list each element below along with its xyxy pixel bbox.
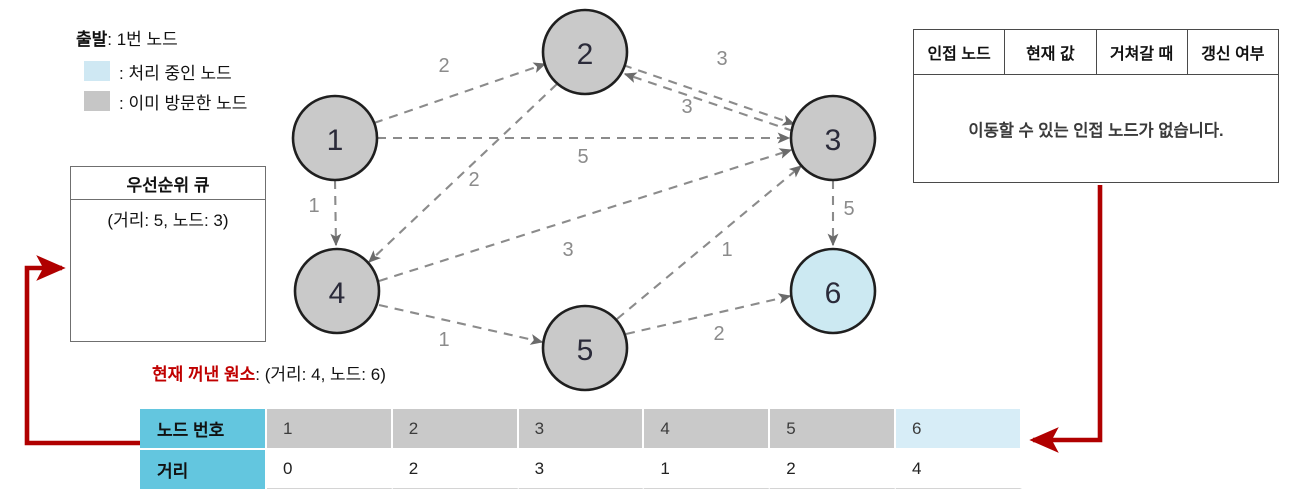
edge-weight-1-3: 5: [577, 146, 588, 168]
edge-weight-1-4: 1: [308, 195, 319, 217]
graph-node-6: [789, 247, 877, 335]
edge-weight-5-3: 1: [721, 239, 732, 261]
edge-2-4: [368, 83, 558, 263]
edge-weight-5-6: 2: [713, 323, 724, 345]
edge-weight-4-3: 3: [562, 239, 573, 261]
adjacency-table: 인접 노드 현재 값 거쳐갈 때 갱신 여부 이동할 수 있는 인접 노드가 없…: [913, 29, 1279, 183]
distance-table-row-label-node: 노드 번호: [140, 409, 267, 448]
edge-3-2: [623, 72, 794, 132]
distance-table: 노드 번호 1 2 3 4 5 6 거리 0 2 3 1 2 4: [140, 409, 1022, 489]
node-cell-4: 4: [644, 409, 771, 448]
adjacency-header-updated: 갱신 여부: [1201, 46, 1265, 63]
distance-cell-4: 1: [644, 450, 771, 489]
edge-4-3: [378, 148, 793, 283]
graph-node-2: [541, 8, 629, 96]
legend-visited-label: : 이미 방문한 노드: [119, 93, 248, 113]
adjacency-table-empty-message: 이동할 수 있는 인접 노드가 없습니다.: [968, 122, 1224, 140]
current-element-label: 현재 꺼낸 원소: [152, 365, 256, 384]
graph-node-label-2: 2: [577, 38, 594, 71]
legend-start: 출발: 1번 노드: [76, 22, 336, 52]
adjacency-header-current-value: 현재 값: [1005, 30, 1097, 74]
priority-queue-items: (거리: 5, 노드: 3): [71, 200, 265, 231]
edge-5-6: [625, 293, 792, 336]
edge-weight-labels: 2 5 1 2 3 3 5 3 1 1 2: [308, 48, 854, 351]
visited-color-swatch: [84, 91, 110, 111]
priority-queue-item: (거리: 5, 노드: 3): [107, 211, 229, 230]
adjacency-table-header: 인접 노드 현재 값 거쳐갈 때 갱신 여부: [914, 30, 1278, 75]
edge-2-3: [622, 64, 796, 126]
graph-edges: [330, 62, 839, 345]
node-cell-6: 6: [895, 409, 1022, 448]
distance-cell-6: 4: [895, 450, 1022, 489]
node-cell-3: 3: [518, 409, 645, 448]
graph-node-label-1: 1: [327, 124, 344, 157]
edge-weight-2-4: 2: [468, 169, 479, 191]
edge-weight-3-6: 5: [843, 198, 854, 220]
edge-1-4: [330, 179, 342, 247]
graph-nodes: 1 2 3 4 5 6: [291, 8, 877, 392]
distance-cell-3: 3: [518, 450, 645, 489]
node-cell-5: 5: [770, 409, 896, 448]
current-element-value: : (거리: 4, 노드: 6): [255, 365, 386, 384]
legend-processing: : 처리 중인 노드: [76, 56, 336, 86]
legend-start-label: 출발: [76, 29, 108, 49]
distance-cell-1: 0: [267, 450, 393, 489]
distance-cell-5: 2: [770, 450, 896, 489]
legend-visited: : 이미 방문한 노드: [76, 86, 336, 116]
graph-node-label-5: 5: [577, 334, 594, 367]
distance-cell-2: 2: [392, 450, 519, 489]
adjacency-header-adjacent-node: 인접 노드: [914, 30, 1006, 74]
processing-color-swatch: [84, 61, 110, 81]
edge-1-2: [373, 62, 547, 124]
priority-queue-box: 우선순위 큐 (거리: 5, 노드: 3): [70, 166, 266, 342]
adjacency-header-via: 거쳐갈 때: [1097, 30, 1188, 74]
edge-weight-2-3: 3: [716, 48, 727, 70]
edge-5-3: [616, 165, 802, 320]
distance-table-row-label-distance: 거리: [140, 450, 267, 489]
legend: 출발: 1번 노드 : 처리 중인 노드 : 이미 방문한 노드: [76, 22, 336, 116]
distance-table-distance-row: 거리 0 2 3 1 2 4: [140, 450, 1022, 489]
graph-node-label-3: 3: [825, 124, 842, 157]
graph-node-3: [789, 94, 877, 182]
edge-weight-3-2: 3: [681, 96, 692, 118]
current-element: 현재 꺼낸 원소: (거리: 4, 노드: 6): [152, 360, 386, 385]
priority-queue-title: 우선순위 큐: [71, 167, 265, 200]
distance-table-node-row: 노드 번호 1 2 3 4 5 6: [140, 409, 1022, 450]
graph-node-label-4: 4: [329, 277, 346, 310]
update-distance-arrow: [1029, 185, 1103, 453]
graph-node-label-6: 6: [825, 277, 842, 310]
node-cell-1: 1: [267, 409, 393, 448]
edge-weight-4-5: 1: [438, 329, 449, 351]
graph-node-4: [293, 247, 381, 335]
node-cell-2: 2: [392, 409, 519, 448]
legend-processing-label: : 처리 중인 노드: [119, 63, 232, 83]
edge-4-5: [378, 303, 544, 345]
graph-node-5: [541, 304, 629, 392]
edge-weight-1-2: 2: [438, 55, 449, 77]
legend-start-value: : 1번 노드: [107, 29, 178, 49]
